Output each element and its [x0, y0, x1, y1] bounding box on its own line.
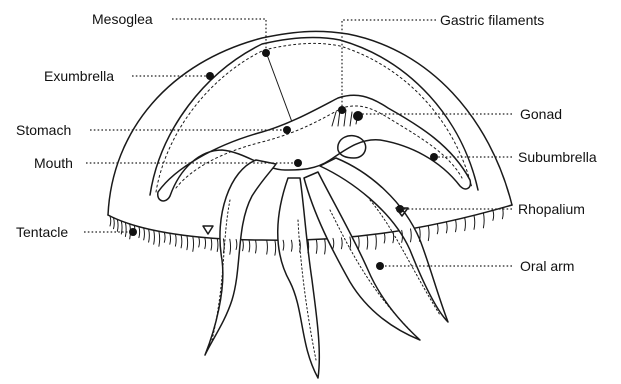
tentacle-strand [164, 232, 165, 242]
tentacle-strand [393, 232, 394, 243]
tentacle-strand [256, 240, 257, 253]
tentacle-strand [181, 235, 182, 248]
label-gastric-filaments: Gastric filaments [440, 12, 544, 28]
label-oral-arm: Oral arm [520, 258, 574, 274]
tentacle-strand [199, 237, 200, 247]
tentacle-strand [456, 220, 457, 232]
tentacle-strand [114, 218, 115, 229]
dot-oral-arm [376, 262, 384, 270]
tentacle-strand [187, 236, 188, 250]
tentacle-strand [465, 218, 466, 231]
tentacle-strand [125, 223, 126, 237]
tentacle-strand [493, 210, 494, 220]
tentacle-strand [275, 240, 276, 255]
tentacle-strand [154, 230, 155, 244]
mesoglea-radial-line [266, 52, 292, 122]
tentacle-strand [205, 238, 206, 249]
label-rhopalium: Rhopalium [518, 201, 585, 217]
oral-arm-center [304, 172, 420, 340]
tentacle-strand [243, 240, 244, 251]
dot-tentacle [129, 228, 137, 236]
rhopalium-mark-left [203, 226, 213, 234]
label-tentacle: Tentacle [16, 224, 68, 240]
label-exumbrella: Exumbrella [44, 68, 114, 84]
tentacle-strand [437, 224, 438, 234]
tentacle-strand [367, 235, 368, 249]
tentacle-strand [170, 233, 171, 244]
tentacle-strand [419, 227, 420, 241]
tentacle-strand [217, 239, 218, 252]
tentacle-strand [446, 222, 447, 233]
tentacle-strand [358, 236, 359, 249]
oral-arm-far-left [205, 160, 276, 355]
tentacle-strand [175, 234, 176, 246]
tentacle-strand [121, 221, 122, 234]
label-stomach: Stomach [16, 122, 71, 138]
label-gonad: Gonad [520, 106, 562, 122]
label-mesoglea: Mesoglea [92, 11, 153, 27]
dot-exumbrella [206, 72, 214, 80]
oral-arms [205, 158, 448, 378]
tentacle-strand [149, 229, 150, 242]
dot-mesoglea [262, 49, 270, 57]
tentacle-strand [117, 219, 118, 231]
tentacle-strand [428, 226, 429, 241]
dot-stomach [283, 126, 291, 134]
tentacle-strand [474, 215, 475, 229]
dot-gastric-filaments [338, 106, 346, 114]
tentacle-strand [376, 234, 377, 249]
tentacle-strand [193, 236, 194, 251]
tentacle-strand [211, 238, 212, 250]
tentacle-strand [316, 239, 317, 253]
tentacle-strand [144, 228, 145, 240]
label-mouth: Mouth [34, 155, 73, 171]
dot-mouth [294, 159, 302, 167]
oral-arm-left [278, 178, 320, 378]
dot-gonad [353, 111, 363, 121]
tentacle-strand [267, 240, 268, 254]
leader-mesoglea [172, 19, 266, 52]
tentacle-strand [402, 230, 403, 242]
tentacle-strand [483, 213, 484, 228]
tentacle-strand [325, 239, 326, 254]
tentacle-strand [159, 231, 160, 246]
label-subumbrella: Subumbrella [518, 149, 597, 165]
tentacle-strand [384, 233, 385, 243]
tentacle-strand [110, 216, 111, 226]
bell-margin [108, 205, 512, 240]
tentacle-strand [139, 227, 140, 238]
tentacle-strand [249, 240, 250, 252]
dot-subumbrella [430, 153, 438, 161]
